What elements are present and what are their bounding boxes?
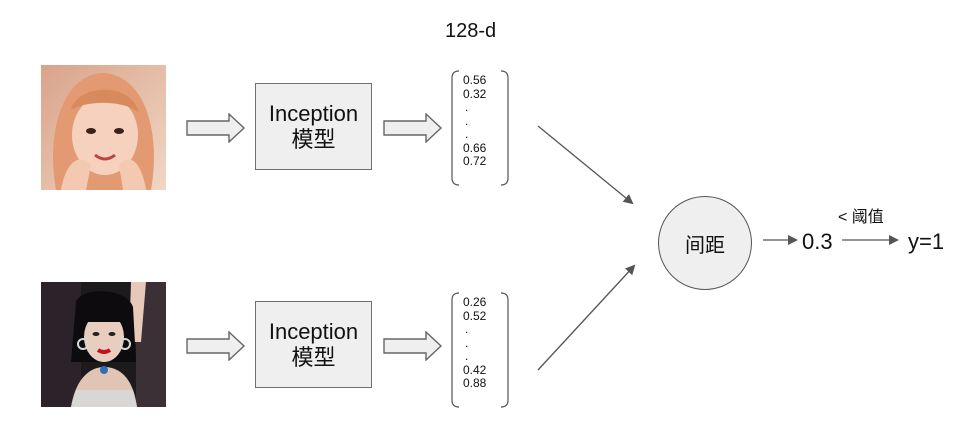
model-label-line2: 模型 <box>291 344 336 370</box>
hollow-arrow-model-to-vector-bottom <box>383 331 443 361</box>
vector-ellipsis: . <box>465 322 469 336</box>
embedding-dimension-label: 128-d <box>445 20 497 42</box>
vector-value: 0.42 <box>463 362 487 377</box>
vector-value: 0.56 <box>463 73 487 87</box>
distance-node: 间距 <box>658 196 752 290</box>
vector-value: 0.26 <box>463 295 487 309</box>
face-photo-icon <box>41 65 166 190</box>
vector-bracket-left <box>450 292 460 408</box>
distance-value: 0.3 <box>802 229 833 254</box>
vector-ellipsis: . <box>465 113 469 128</box>
arrow-vector-top-to-distance <box>537 125 634 205</box>
vector-bracket-right <box>500 292 510 408</box>
threshold-label: < 阈值 <box>838 209 884 226</box>
vector-value: 0.72 <box>463 154 487 168</box>
hollow-arrow-photo-to-model-bottom <box>186 331 246 361</box>
hollow-arrow-model-to-vector-top <box>383 113 443 143</box>
vector-value: 0.66 <box>463 140 487 155</box>
vector-value: 0.52 <box>463 308 487 323</box>
arrow-vector-bottom-to-distance <box>537 264 636 371</box>
vector-value: 0.32 <box>463 86 487 101</box>
face-photo-icon <box>41 282 166 407</box>
model-label-line1: Inception <box>268 100 359 126</box>
vector-bracket-left <box>450 70 460 186</box>
vector-ellipsis: . <box>465 100 469 114</box>
vector-ellipsis: . <box>465 127 469 141</box>
embedding-vector-bottom: 0.26 0.52 . . . 0.42 0.88 <box>450 292 510 408</box>
face-photo-top <box>41 65 166 190</box>
model-label-line1: Inception <box>268 318 359 344</box>
vector-ellipsis: . <box>465 335 469 350</box>
embedding-vector-top: 0.56 0.32 . . . 0.66 0.72 <box>450 70 510 186</box>
inception-model-box-bottom: Inception 模型 <box>255 301 372 388</box>
face-photo-bottom <box>41 282 166 407</box>
model-label-line2: 模型 <box>291 126 336 152</box>
result-label: y=1 <box>908 229 945 254</box>
hollow-arrow-photo-to-model-top <box>186 113 246 143</box>
vector-ellipsis: . <box>465 349 469 363</box>
vector-bracket-right <box>500 70 510 186</box>
vector-value: 0.88 <box>463 376 487 390</box>
inception-model-box-top: Inception 模型 <box>255 83 372 170</box>
distance-label: 间距 <box>685 234 725 257</box>
